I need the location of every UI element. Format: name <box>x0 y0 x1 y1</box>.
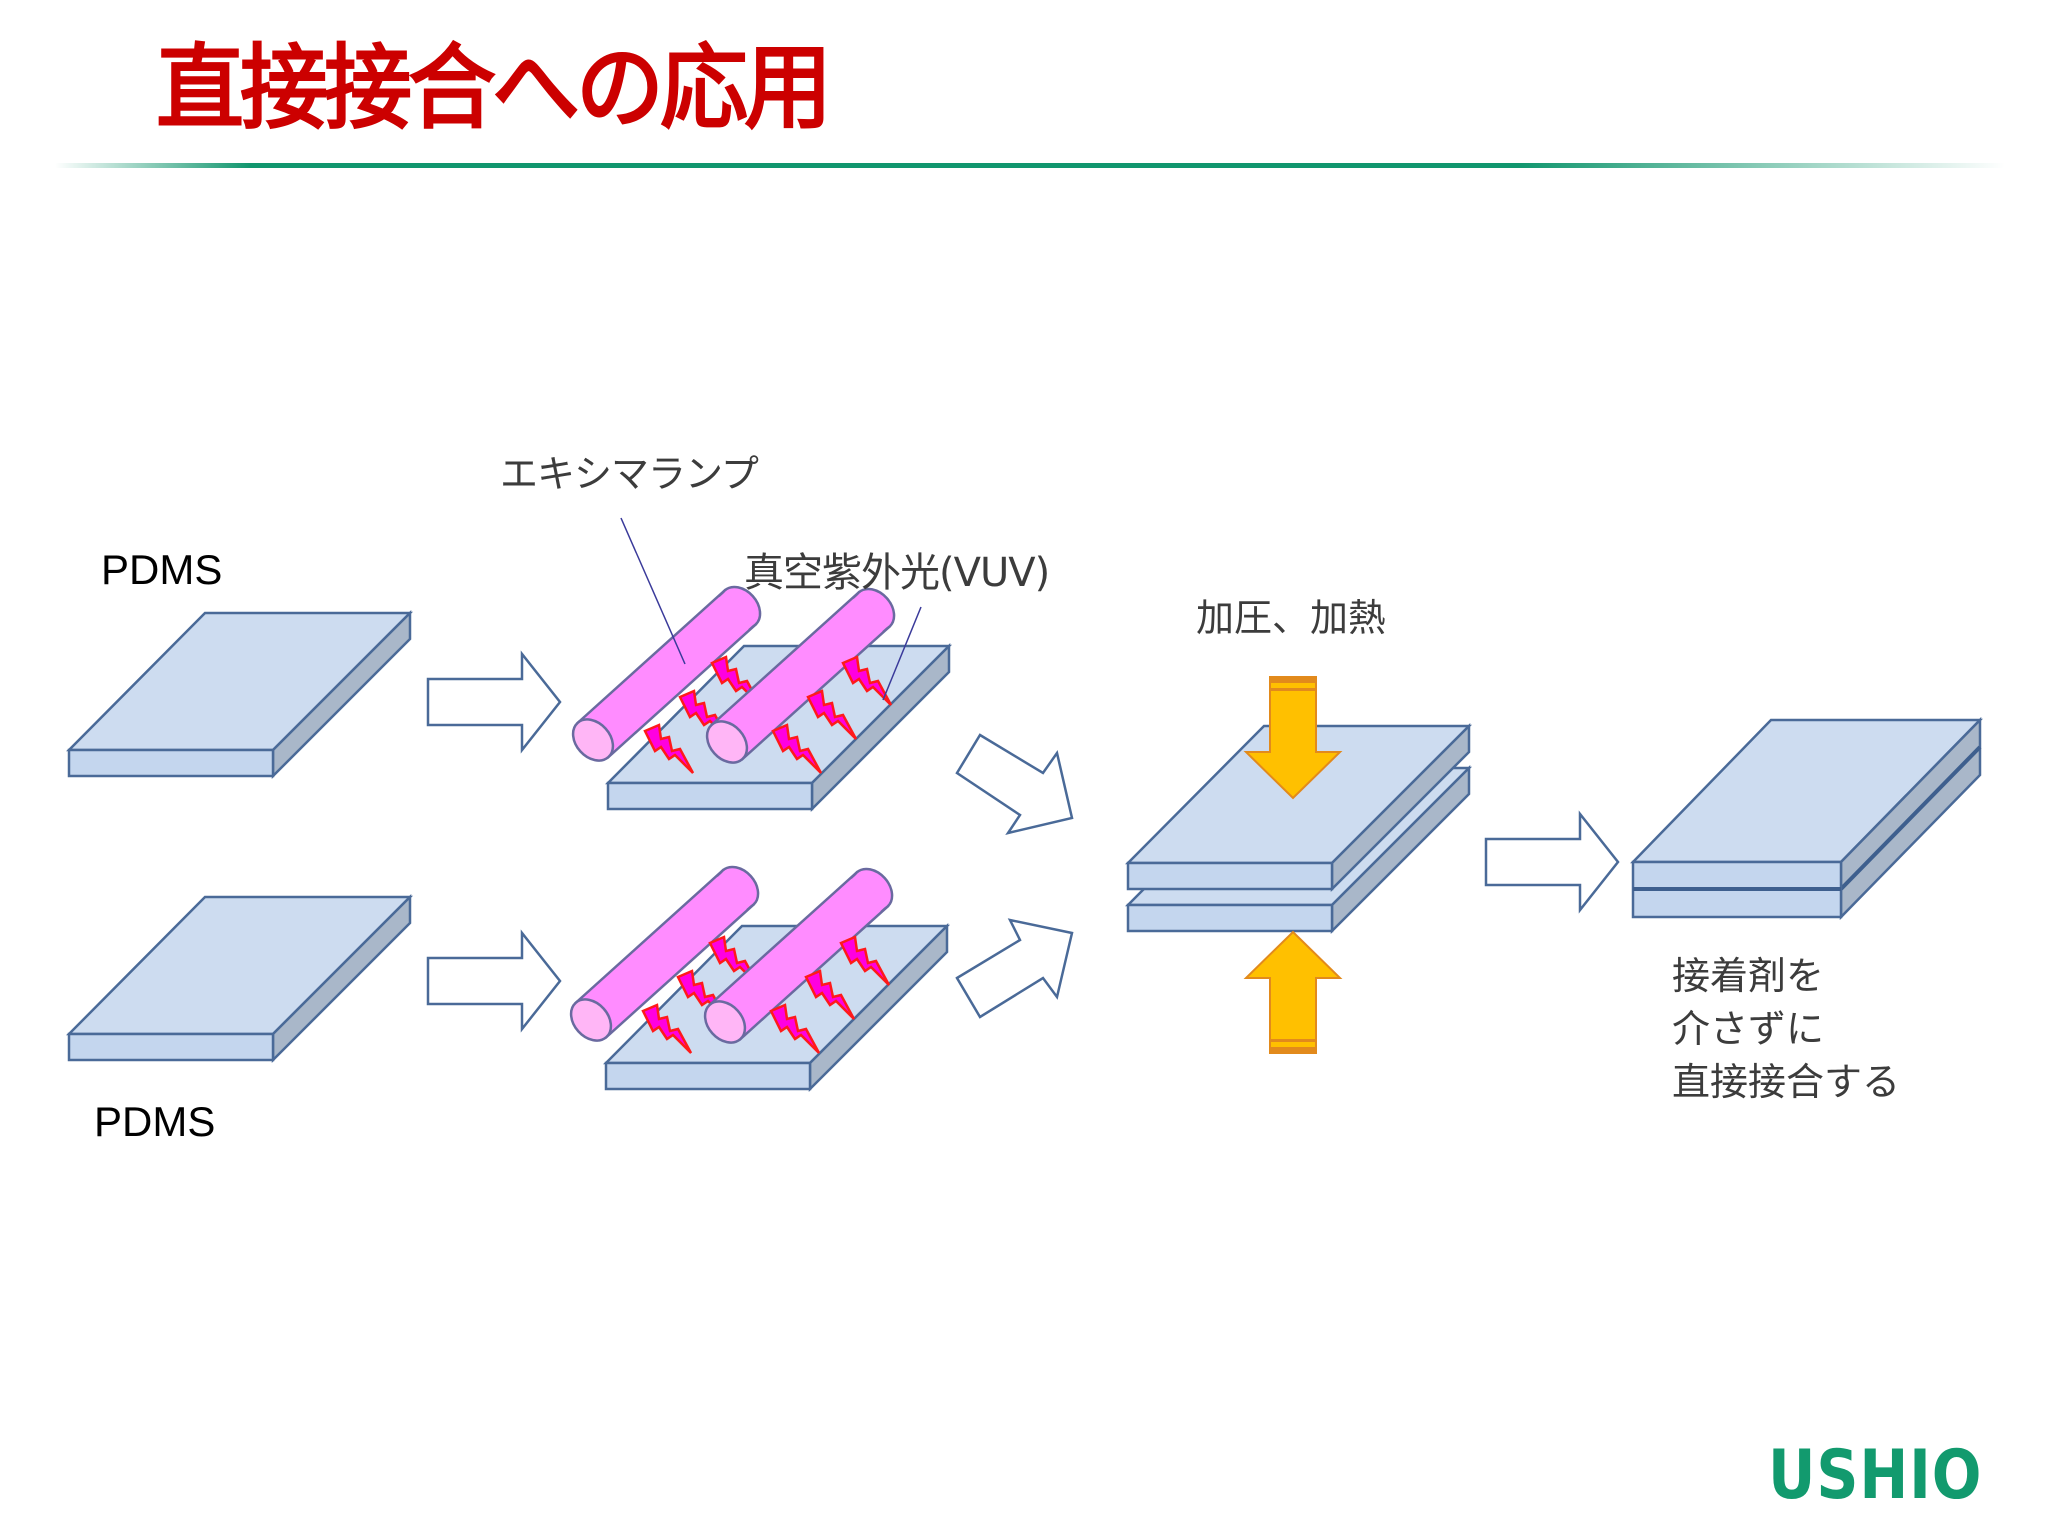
arrow-right-icon <box>1484 812 1620 912</box>
lamp-leader-line <box>620 517 686 665</box>
result-description: 接着剤を 介さずに 直接接合する <box>1672 950 1900 1109</box>
title-divider <box>55 163 2005 168</box>
pressure-heat-label: 加圧、加熱 <box>1196 596 1387 640</box>
bonded-plates <box>1630 716 1983 921</box>
slide-title: 直接接合への応用 <box>156 33 832 143</box>
result-line-3: 直接接合する <box>1672 1060 1901 1104</box>
arrow-right-icon <box>426 931 562 1031</box>
press-arrow-up-icon <box>1245 931 1341 1054</box>
result-line-2: 介さずに <box>1672 1007 1825 1051</box>
pdms-plate-bottom <box>67 895 412 1062</box>
arrow-down-right-icon <box>955 733 1074 835</box>
vuv-irradiation-top <box>563 577 951 811</box>
result-line-1: 接着剤を <box>1672 954 1825 998</box>
pdms-label-top: PDMS <box>101 546 223 593</box>
vuv-leader-line <box>882 606 922 701</box>
vuv-irradiation-bottom <box>561 857 949 1091</box>
vuv-label: 真空紫外光(VUV) <box>744 550 1050 596</box>
arrow-up-right-icon <box>955 918 1074 1019</box>
pdms-label-bottom: PDMS <box>94 1098 216 1145</box>
ushio-logo: USHIO <box>1768 1436 1983 1515</box>
arrow-right-icon <box>426 652 562 752</box>
excimer-lamp-label: エキシマランプ <box>500 452 759 496</box>
pdms-plate-top <box>67 611 412 778</box>
